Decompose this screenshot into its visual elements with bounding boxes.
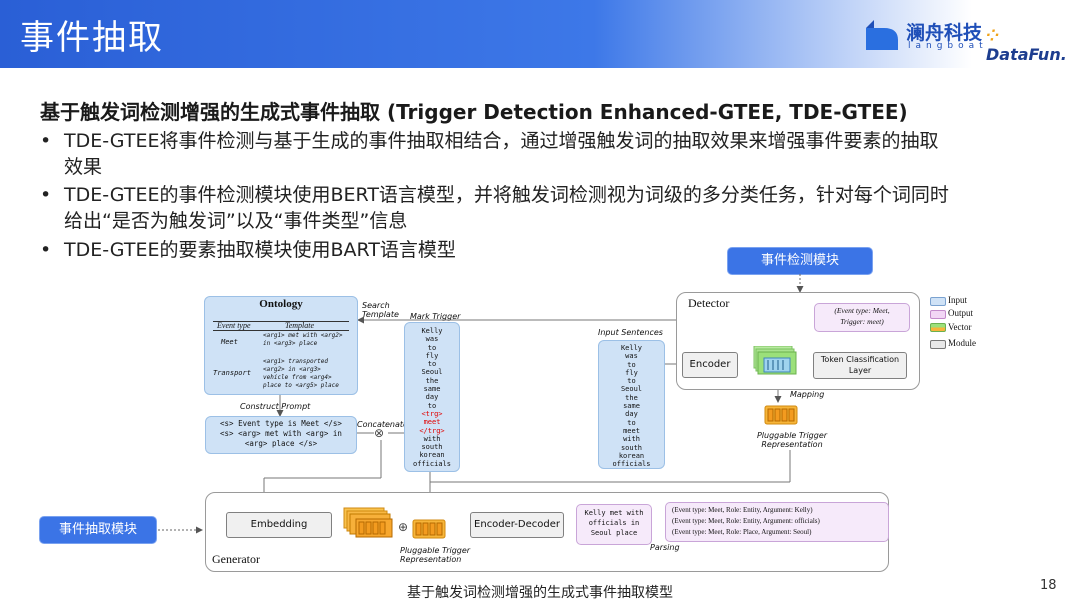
mark-trigger-label: Mark Trigger [410,312,461,321]
event-detection-module-callout: 事件检测模块 [728,248,872,274]
results-box: (Event type: Meet, Role: Entity, Argumen… [665,502,889,542]
datafun-logo: ⁘DataFun. [986,26,1067,64]
legend-output-label: Output [948,308,974,318]
generator-title: Generator [212,552,260,566]
concatenate-label: Concatenate [357,420,408,429]
header-banner [0,0,1080,68]
legend-input-label: Input [948,295,967,305]
concatenate-icon: ⊗ [374,426,385,440]
detector-vector-stack-icon [753,346,797,375]
result-row: (Event type: Meet, Role: Entity, Argumen… [672,517,820,525]
ontology-row1-template: <arg1> met with <arg2>in <arg3> place [263,332,343,347]
page-number: 18 [1040,578,1057,593]
figure-caption: 基于触发词检测增强的生成式事件抽取模型 [407,585,673,601]
legend-module-label: Module [948,338,976,348]
ontology-row1-type: Meet [221,338,238,346]
encoder-decoder-box: Encoder-Decoder [470,512,564,538]
legend-module-swatch [930,340,946,349]
construct-prompt-label: Construct Prompt [240,402,311,411]
ontology-box: Ontology Event type Template Meet <arg1>… [204,296,358,395]
bullet-1: • TDE-GTEE将事件检测与基于生成的事件抽取相结合，通过增强触发词的抽取效… [40,130,939,178]
embedding-box: Embedding [226,512,332,538]
ontology-title: Ontology [259,298,303,310]
event-extraction-module-callout: 事件抽取模块 [40,517,156,543]
generator-embedding-stack-icon [343,507,393,538]
ontology-col-template: Template [285,321,315,330]
pluggable-trigger-icon-generator [412,519,446,539]
legend-input-swatch [930,297,946,306]
mapping-label: Mapping [790,390,825,399]
input-sentences-label: Input Sentences [598,328,663,337]
legend-output-swatch [930,310,946,319]
ontology-col-event-type: Event type [217,321,251,330]
page-title: 事件抽取 [20,18,164,58]
prompt-box: <s> Event type is Meet </s><s> <arg> met… [205,416,357,454]
result-row: (Event type: Meet, Role: Place, Argument… [672,528,812,536]
ontology-row2-template: <arg1> transported<arg2> in <arg3> vehic… [263,358,339,389]
langboat-logo-icon [866,20,898,50]
detector-title: Detector [688,296,730,310]
encoder-box: Encoder [682,352,738,378]
detector-output-box: (Event type: Meet,Trigger: meet) [814,303,910,332]
plus-icon: ⊕ [398,520,409,534]
pluggable-trigger-icon-detector [764,405,798,425]
langboat-logo-text: 澜舟科技 [906,22,983,44]
legend-vector-swatch [930,323,946,332]
bullet-2: • TDE-GTEE的事件检测模块使用BERT语言模型，并将触发词检测视为词级的… [40,184,949,232]
legend-vector-label: Vector [948,322,972,332]
langboat-logo-subtext: langboat [908,41,988,51]
result-row: (Event type: Meet, Role: Entity, Argumen… [672,506,813,514]
bullet-3: • TDE-GTEE的要素抽取模块使用BART语言模型 [40,239,456,261]
ontology-row2-type: Transport [213,369,251,377]
parsing-label: Parsing [650,543,680,552]
section-subtitle: 基于触发词检测增强的生成式事件抽取 (Trigger Detection Enh… [40,100,908,124]
